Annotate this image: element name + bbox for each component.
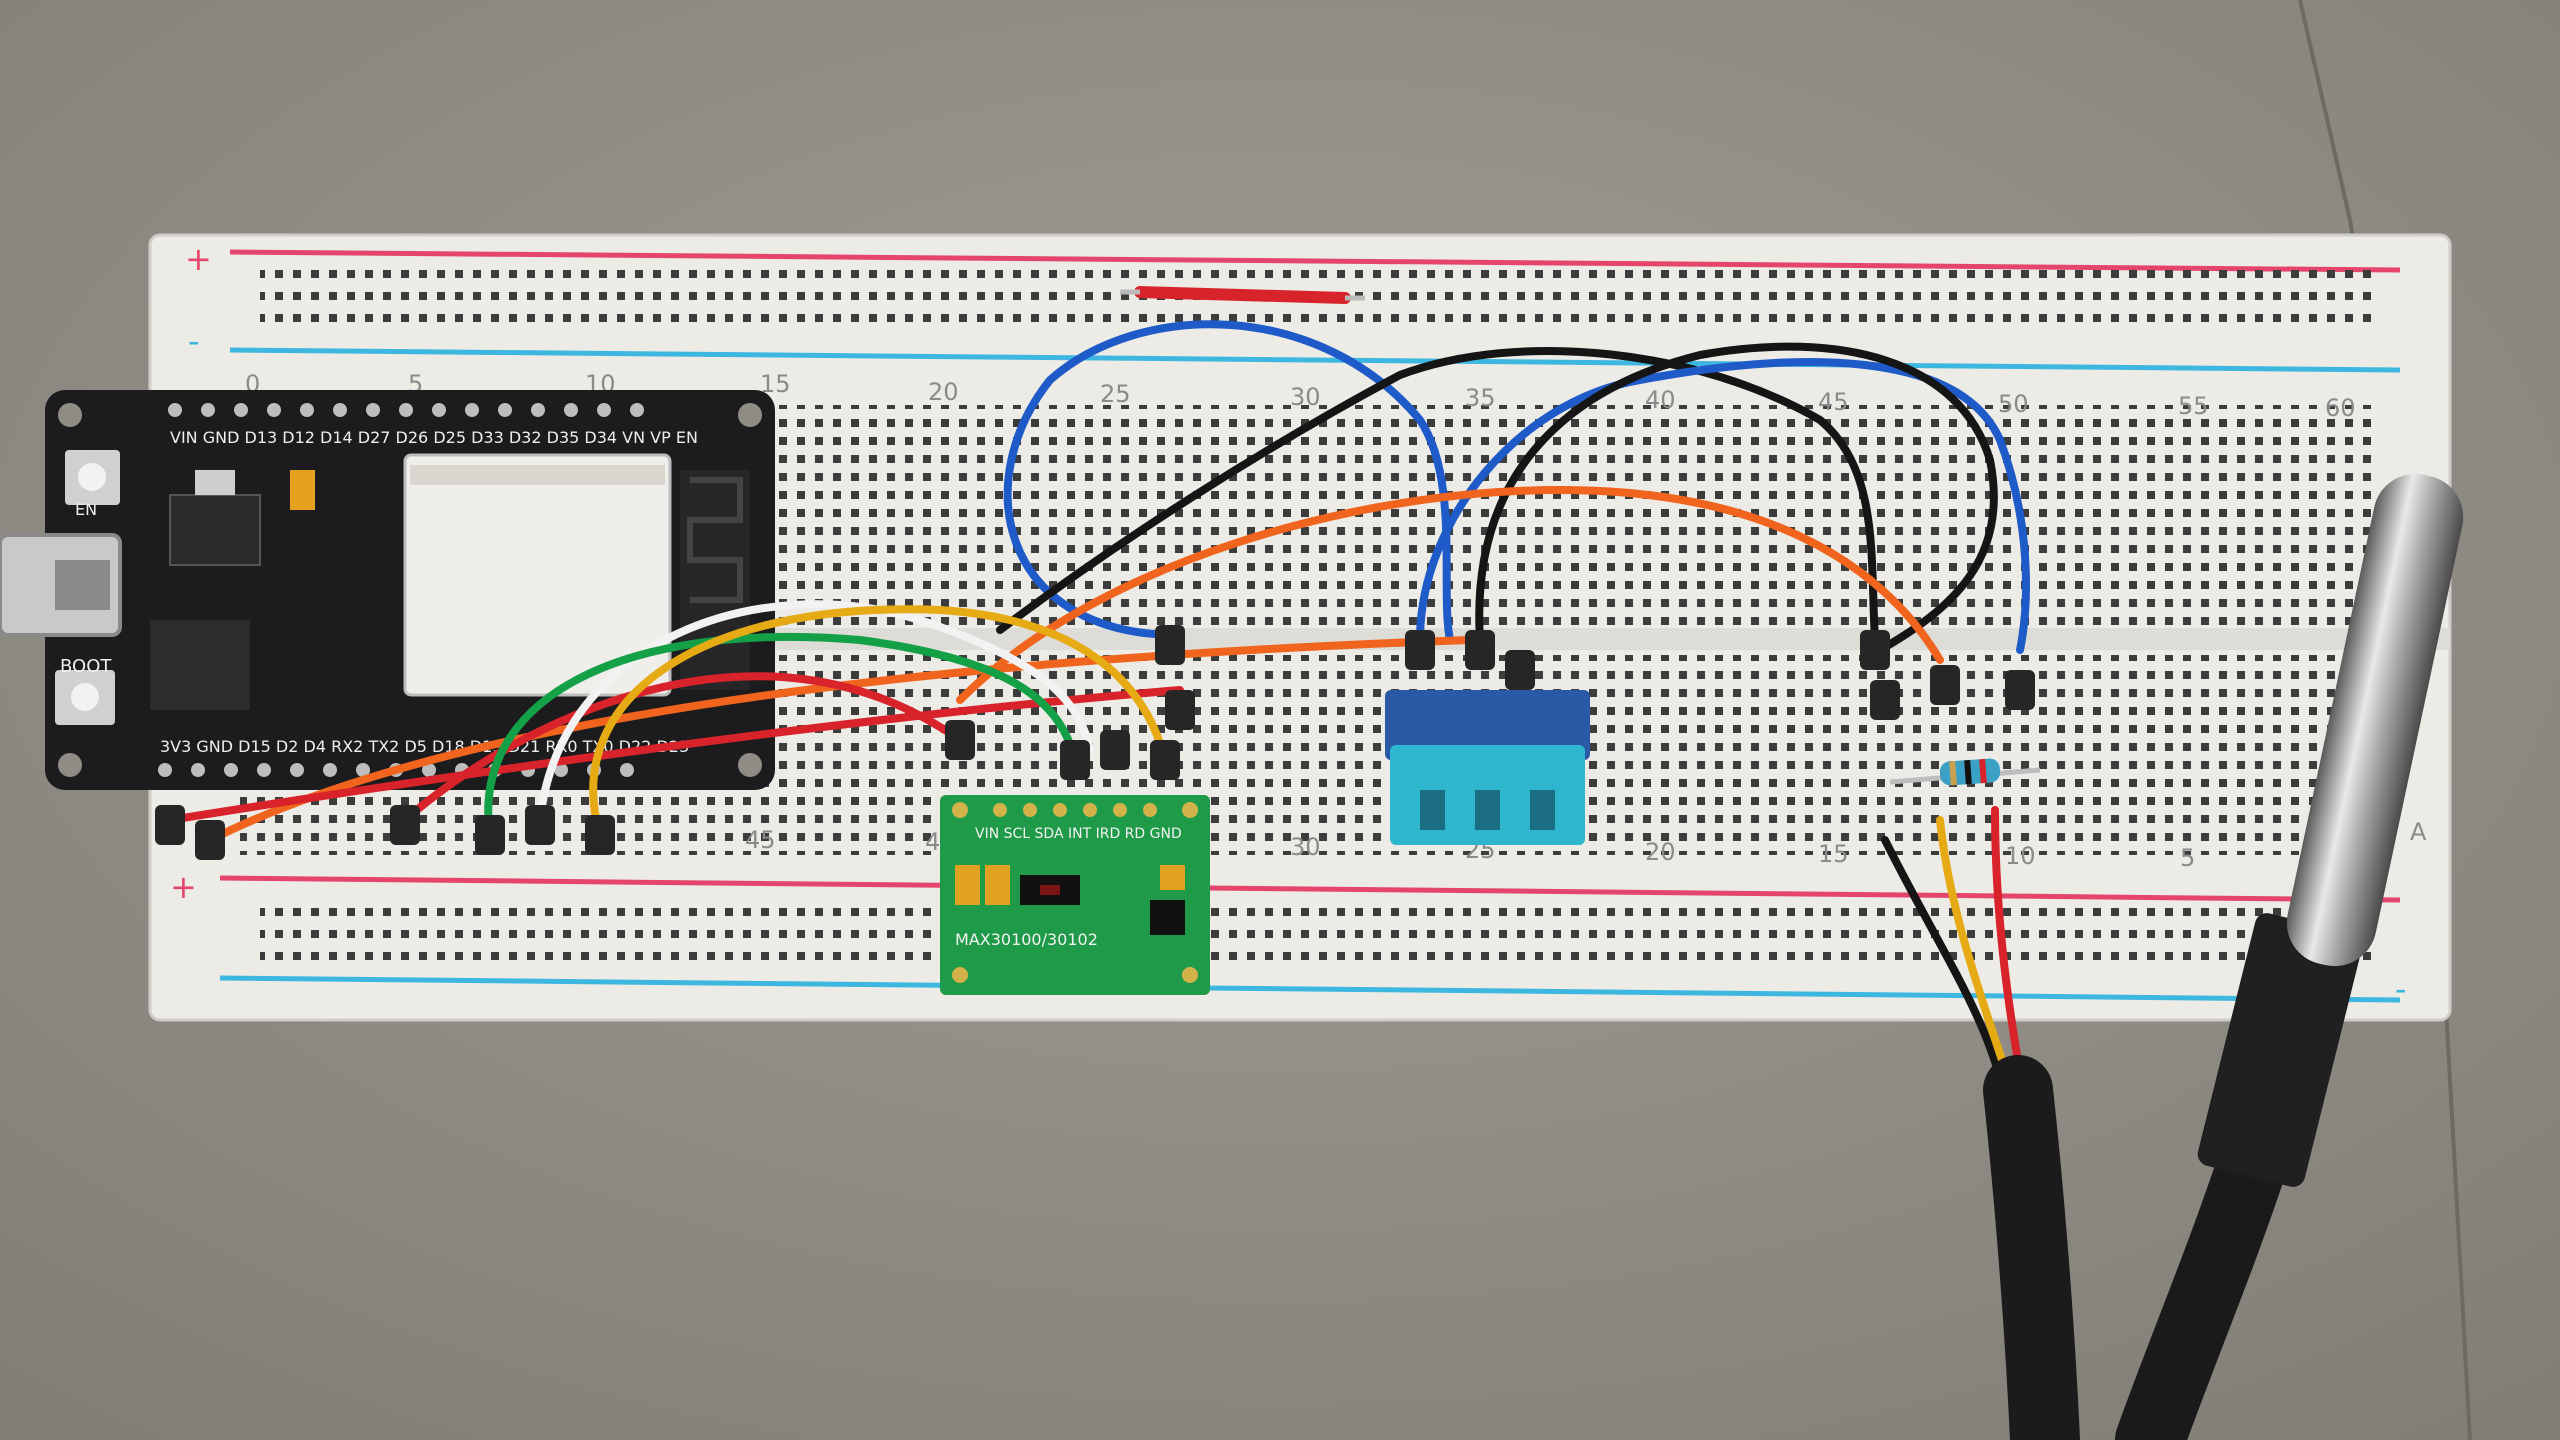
voltage-regulator — [169, 494, 261, 566]
wire-orange-1 — [956, 485, 1944, 704]
bottom-rail-minus-label: - — [2395, 970, 2407, 1008]
col-num: 40 — [1645, 386, 1676, 414]
col-num: 60 — [2325, 394, 2356, 422]
max30102-chip-label: MAX30100/30102 — [955, 930, 1098, 949]
max30102-header — [993, 803, 1157, 817]
wire-blue-1 — [1003, 320, 1454, 644]
wire-black-1 — [996, 346, 1879, 644]
top-rail-plus-label: + — [185, 240, 212, 278]
col-num: 5 — [2180, 844, 2195, 872]
col-num: 20 — [1645, 838, 1676, 866]
wire-white — [536, 600, 1094, 824]
col-num: 35 — [1465, 384, 1496, 412]
esp32-devkit: EN BOOT VIN GND D13 D12 D14 D27 D26 D25 … — [0, 390, 775, 790]
col-num: 55 — [2178, 392, 2209, 420]
esp32-module — [403, 453, 672, 697]
boot-label: BOOT — [60, 656, 112, 677]
wire-red-2 — [401, 672, 964, 824]
resistor — [1889, 758, 2041, 786]
col-num: 30 — [1290, 833, 1321, 861]
short-red-jumper — [1120, 286, 1365, 304]
wire-green — [484, 633, 1079, 839]
esp32-top-pin-labels: VIN GND D13 D12 D14 D27 D26 D25 D33 D32 … — [170, 428, 698, 447]
wire-blue-2 — [1416, 358, 2030, 654]
dht-sensor — [1385, 690, 1590, 845]
col-num: 10 — [2005, 842, 2036, 870]
max30102-sensor: VIN SCL SDA INT IRD RD GND MAX30100/3010… — [940, 795, 1210, 995]
probe-heatshrink — [2197, 913, 2363, 1187]
bottom-power-rail: + - — [170, 868, 2407, 1008]
col-num: 20 — [928, 378, 959, 406]
dht-pcb — [1385, 690, 1590, 760]
usb-chip — [150, 620, 250, 710]
jumper-wires — [166, 320, 2030, 844]
row-letter: A — [2410, 818, 2427, 846]
top-power-rail: + - — [185, 240, 2401, 373]
wire-yellow — [589, 605, 1169, 839]
temperature-probe-cable — [1881, 806, 2080, 1440]
esp32-top-header — [168, 403, 644, 417]
col-num: 45 — [745, 826, 776, 854]
max30102-pin-labels: VIN SCL SDA INT IRD RD GND — [975, 826, 1182, 842]
col-num: 15 — [1818, 840, 1849, 868]
col-num: 30 — [1290, 383, 1321, 411]
col-num: 45 — [1818, 388, 1849, 416]
bottom-rail-plus-label: + — [170, 868, 197, 906]
wire-orange-2 — [206, 636, 1474, 844]
col-num: 50 — [1998, 390, 2029, 418]
probe-steel-tip — [2286, 473, 2464, 967]
temperature-probe — [2115, 473, 2464, 1440]
wire-connectors — [155, 625, 2035, 860]
col-num: 25 — [1100, 380, 1131, 408]
wire-black-2 — [1475, 342, 1998, 654]
en-label: EN — [75, 500, 97, 519]
top-rail-minus-label: - — [188, 322, 200, 360]
wire-red-1 — [166, 686, 1184, 824]
